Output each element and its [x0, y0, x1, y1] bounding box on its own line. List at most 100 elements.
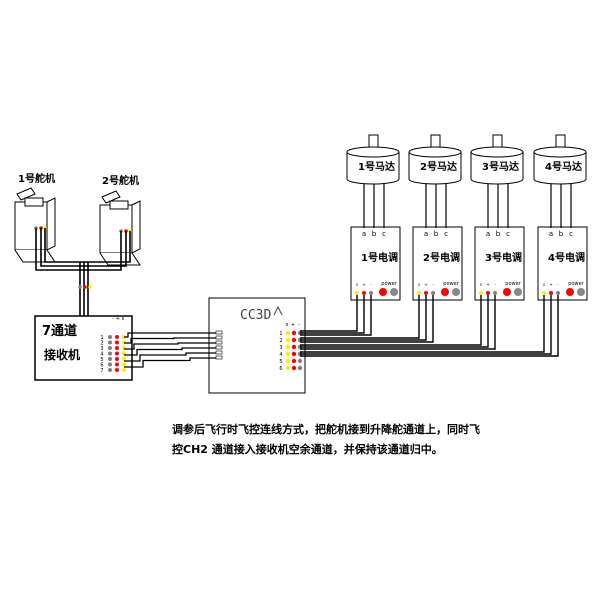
- receiver-label-2: 接收机: [44, 348, 81, 362]
- esc-to-cc3d-wire: [300, 295, 496, 350]
- cc3d-pin-positive: [291, 351, 297, 357]
- esc-to-cc3d-wire: [300, 295, 434, 343]
- servo-side: [99, 200, 141, 266]
- esc-power-led: [503, 288, 511, 296]
- esc-status-led: [514, 288, 522, 296]
- esc-pwr-label: s: [356, 282, 358, 287]
- esc-power-led: [441, 288, 449, 296]
- cc3d-channel-number: 6: [279, 366, 282, 372]
- motor-top: [533, 146, 587, 158]
- cc3d-pin-positive: [291, 337, 297, 343]
- receiver-pin-positive: [115, 362, 119, 367]
- esc-pin-negative: [431, 291, 435, 295]
- cc3d-pin-header: -: [298, 322, 300, 328]
- esc-phase-label: a: [424, 230, 428, 238]
- receiver-pin-negative: [108, 362, 112, 367]
- receiver-label-1: 7通道: [42, 324, 78, 339]
- receiver-channel-number: 1: [100, 335, 103, 341]
- cc3d-pin-positive: [291, 365, 297, 371]
- receiver-pin-signal: [122, 357, 126, 361]
- esc-box: [474, 226, 525, 301]
- esc-pwr-label: +: [424, 282, 427, 287]
- receiver-pin-negative: [108, 368, 112, 372]
- esc-box: [412, 226, 463, 301]
- receiver-pin-positive: [115, 346, 119, 350]
- cc3d-input-port: [215, 355, 223, 360]
- esc-power-led: [566, 288, 574, 296]
- esc-pin-negative: [369, 291, 373, 295]
- cc3d-pin-signal: [285, 337, 291, 343]
- motor-shaft: [492, 134, 503, 149]
- motor-label: 2号马达: [420, 162, 457, 173]
- esc-to-cc3d-wire: [300, 295, 372, 336]
- cc3d-channel-number: 5: [279, 359, 282, 365]
- esc-box: [350, 226, 401, 301]
- esc-pwr-label: s: [480, 282, 482, 287]
- esc-label: 2号电调: [423, 253, 460, 264]
- esc-pwr-label: s: [543, 282, 545, 287]
- esc-phase-label: b: [496, 230, 501, 238]
- esc-pwr-label: s: [418, 282, 420, 287]
- esc-phase-label: a: [549, 230, 553, 238]
- cc3d-pin-signal: [285, 365, 291, 371]
- esc-pin-positive: [362, 291, 366, 295]
- servo-1-wire: [40, 228, 84, 267]
- receiver-channel-number: 4: [100, 352, 103, 358]
- receiver-pin-negative: [108, 346, 112, 350]
- esc-pin-positive: [549, 291, 553, 295]
- receiver-to-cc3d-wire: [124, 332, 216, 338]
- motor-shaft: [368, 134, 379, 149]
- esc-to-cc3d-wire: [300, 295, 552, 355]
- esc-pin-negative: [556, 291, 560, 295]
- esc-label: 3号电调: [485, 253, 522, 264]
- esc-to-cc3d-wire: [300, 295, 545, 353]
- receiver-channel-number: 7: [100, 368, 103, 374]
- esc-box: [537, 226, 588, 301]
- receiver-pin-positive: [115, 368, 119, 372]
- esc-pin-negative: [493, 291, 497, 295]
- esc-to-cc3d-wire: [300, 295, 482, 346]
- esc-pin-signal: [417, 291, 421, 295]
- cc3d-pin-signal: [285, 330, 291, 336]
- servo-horn-icon: [101, 190, 121, 204]
- receiver-to-cc3d-wire: [124, 357, 216, 368]
- receiver-channel-number: 3: [100, 346, 103, 352]
- cc3d-channel-number: 1: [279, 331, 282, 337]
- esc-pin-signal: [542, 291, 546, 295]
- servo-side: [14, 197, 56, 263]
- cc3d-pin-positive: [291, 358, 297, 364]
- cc3d-input-port: [215, 330, 223, 335]
- receiver-to-cc3d-wire: [124, 347, 216, 356]
- cc3d-channel-number: 4: [279, 352, 282, 358]
- esc-pin-positive: [424, 291, 428, 295]
- servo-1-label: 1号舵机: [18, 174, 55, 185]
- esc-to-cc3d-wire: [300, 295, 427, 341]
- esc-pin-positive: [486, 291, 490, 295]
- esc-phase-label: b: [559, 230, 564, 238]
- cc3d-pin-signal: [285, 358, 291, 364]
- cc3d-arrow-icon: [273, 305, 283, 316]
- receiver-pin-signal: [122, 368, 126, 372]
- y-pin-negative: [78, 285, 82, 289]
- motor-shaft: [555, 134, 566, 149]
- esc-to-cc3d-wire: [300, 295, 559, 357]
- receiver-pin-signal: [122, 362, 126, 367]
- esc-label: 4号电调: [548, 253, 585, 264]
- servo-body: [99, 204, 133, 254]
- esc-phase-label: c: [569, 230, 573, 238]
- receiver-pin-header: -: [112, 316, 114, 322]
- cc3d-channel-number: 2: [279, 338, 282, 344]
- esc-pwr-label: -: [494, 282, 496, 287]
- cc3d-pin-signal: [285, 344, 291, 350]
- receiver-pin-positive: [115, 351, 119, 356]
- servo-2-wire: [84, 231, 127, 267]
- motor-body: [408, 152, 462, 185]
- motor-body: [533, 152, 587, 185]
- cc3d-input-port: [215, 335, 223, 340]
- receiver-to-cc3d-wire: [124, 337, 216, 344]
- cc3d-pin-negative: [297, 365, 303, 371]
- receiver-pin-negative: [108, 351, 112, 356]
- servo-top: [24, 197, 44, 207]
- receiver-pin-positive: [115, 335, 119, 339]
